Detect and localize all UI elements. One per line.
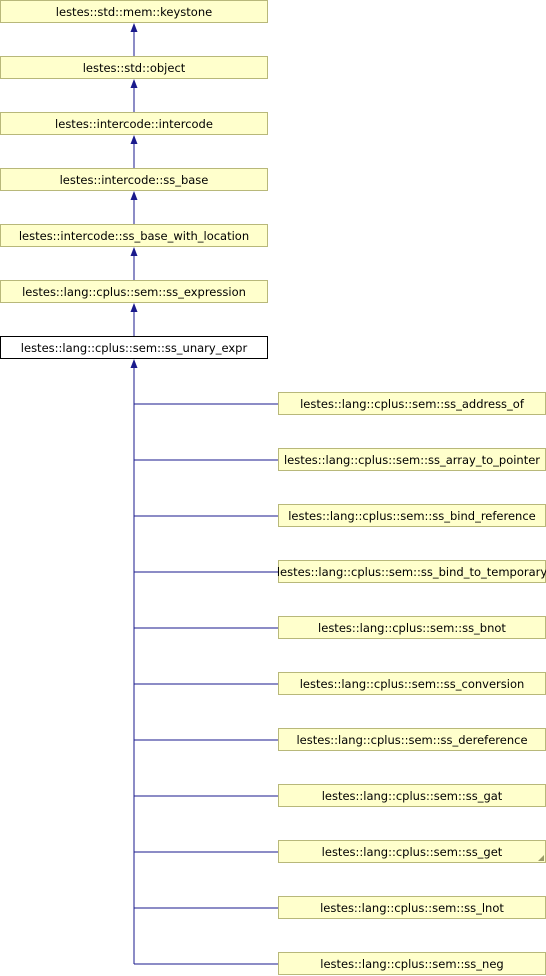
node-label: lestes::lang::cplus::sem::ss_bind_to_tem…	[276, 564, 546, 579]
node-ss-expression[interactable]: lestes::lang::cplus::sem::ss_expression	[0, 280, 268, 303]
node-ss-gat[interactable]: lestes::lang::cplus::sem::ss_gat	[278, 784, 546, 807]
truncated-corner-icon	[538, 855, 544, 861]
node-ss-conversion[interactable]: lestes::lang::cplus::sem::ss_conversion	[278, 672, 546, 695]
node-label: lestes::lang::cplus::sem::ss_array_to_po…	[283, 452, 541, 467]
node-ss-base-with-location[interactable]: lestes::intercode::ss_base_with_location	[0, 224, 268, 247]
inheritance-arrowhead	[130, 79, 138, 88]
node-label: lestes::lang::cplus::sem::ss_bnot	[318, 620, 506, 635]
inheritance-arrowhead	[130, 135, 138, 144]
node-label: lestes::lang::cplus::sem::ss_get	[321, 844, 503, 859]
node-label: lestes::lang::cplus::sem::ss_dereference	[296, 732, 528, 747]
node-ss-bind-to-temporary[interactable]: lestes::lang::cplus::sem::ss_bind_to_tem…	[276, 560, 546, 583]
node-ss-neg[interactable]: lestes::lang::cplus::sem::ss_neg	[278, 952, 546, 975]
node-label: lestes::lang::cplus::sem::ss_lnot	[320, 900, 504, 915]
node-label: lestes::std::object	[82, 60, 186, 75]
inheritance-arrowhead	[130, 191, 138, 200]
node-label: lestes::intercode::ss_base_with_location	[18, 228, 250, 243]
node-label: lestes::lang::cplus::sem::ss_neg	[320, 956, 504, 971]
node-intercode[interactable]: lestes::intercode::intercode	[0, 112, 268, 135]
node-ss-bind-reference[interactable]: lestes::lang::cplus::sem::ss_bind_refere…	[278, 504, 546, 527]
node-keystone[interactable]: lestes::std::mem::keystone	[0, 0, 268, 23]
node-label: lestes::lang::cplus::sem::ss_address_of	[300, 396, 524, 411]
node-label: lestes::lang::cplus::sem::ss_unary_expr	[20, 340, 248, 355]
node-ss-base[interactable]: lestes::intercode::ss_base	[0, 168, 268, 191]
node-label: lestes::lang::cplus::sem::ss_expression	[22, 284, 246, 299]
node-label: lestes::intercode::intercode	[55, 116, 213, 131]
node-ss-get[interactable]: lestes::lang::cplus::sem::ss_get	[278, 840, 546, 863]
node-ss-bnot[interactable]: lestes::lang::cplus::sem::ss_bnot	[278, 616, 546, 639]
node-object[interactable]: lestes::std::object	[0, 56, 268, 79]
node-ss-dereference[interactable]: lestes::lang::cplus::sem::ss_dereference	[278, 728, 546, 751]
inheritance-arrowhead	[130, 303, 138, 312]
inheritance-arrowhead	[130, 23, 138, 32]
node-ss-array-to-pointer[interactable]: lestes::lang::cplus::sem::ss_array_to_po…	[278, 448, 546, 471]
node-label: lestes::lang::cplus::sem::ss_conversion	[299, 676, 525, 691]
node-ss-address-of[interactable]: lestes::lang::cplus::sem::ss_address_of	[278, 392, 546, 415]
node-ss-unary-expr-current: lestes::lang::cplus::sem::ss_unary_expr	[0, 336, 268, 359]
node-ss-lnot[interactable]: lestes::lang::cplus::sem::ss_lnot	[278, 896, 546, 919]
node-label: lestes::lang::cplus::sem::ss_bind_refere…	[288, 508, 536, 523]
inheritance-arrowhead	[130, 359, 138, 368]
node-label: lestes::std::mem::keystone	[55, 4, 213, 19]
node-label: lestes::intercode::ss_base	[59, 172, 209, 187]
inheritance-arrowhead	[130, 247, 138, 256]
node-label: lestes::lang::cplus::sem::ss_gat	[321, 788, 503, 803]
